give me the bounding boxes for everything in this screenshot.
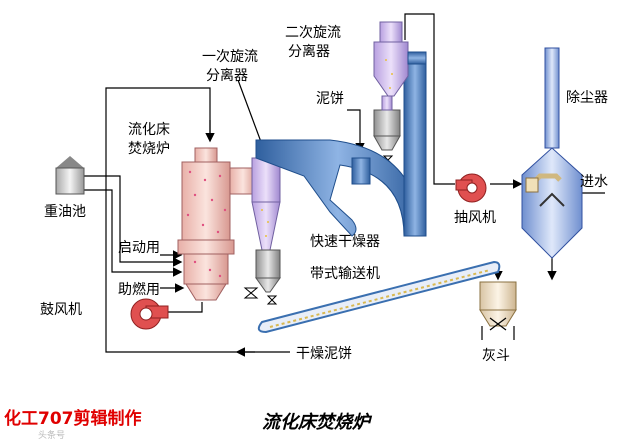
- footer-credit: 化工707剪辑制作: [4, 408, 142, 429]
- label-startup: 启动用: [118, 240, 160, 256]
- ash-hopper: [479, 281, 517, 340]
- belt-conveyor: [257, 260, 501, 334]
- label-water-in: 进水: [580, 174, 608, 190]
- exhaust-fan: [455, 173, 487, 203]
- footer-watermark: 头条号: [38, 429, 65, 441]
- fluidized-bed-furnace: [177, 147, 257, 301]
- label-fluidized-bed-line2: 焚烧炉: [128, 141, 170, 157]
- label-primary-separator-line1: 一次旋流: [202, 49, 258, 65]
- label-secondary-separator-line2: 分离器: [288, 43, 330, 60]
- footer: 化工707剪辑制作 流化床焚烧炉 头条号: [4, 408, 373, 441]
- dust-remover: [521, 47, 583, 259]
- heavy-oil-tank: [55, 156, 85, 195]
- blower: [130, 298, 169, 330]
- footer-title: 流化床焚烧炉: [262, 412, 373, 433]
- label-secondary-separator-line1: 二次旋流: [285, 25, 341, 41]
- label-ash-hopper: 灰斗: [482, 348, 510, 364]
- labels: 流化床 焚烧炉 一次旋流 分离器 二次旋流 分离器 泥饼 除尘器 重油池 启动用…: [40, 25, 608, 364]
- label-belt-conveyor: 带式输送机: [310, 266, 380, 282]
- process-lines: [84, 13, 605, 357]
- label-primary-separator-line2: 分离器: [206, 67, 248, 84]
- label-blower: 鼓风机: [40, 302, 82, 318]
- secondary-cyclone: [373, 21, 427, 151]
- label-dust-remover: 除尘器: [566, 90, 608, 106]
- label-exhaust-fan: 抽风机: [454, 210, 496, 226]
- label-fluidized-bed-line1: 流化床: [128, 122, 170, 138]
- label-dry-mud-cake: 干燥泥饼: [296, 346, 352, 362]
- label-mud-cake: 泥饼: [316, 91, 344, 107]
- label-combustion-aid: 助燃用: [118, 281, 160, 298]
- primary-cyclone: [251, 157, 281, 293]
- label-fast-dryer: 快速干燥器: [310, 234, 380, 250]
- label-heavy-oil-tank: 重油池: [44, 204, 86, 220]
